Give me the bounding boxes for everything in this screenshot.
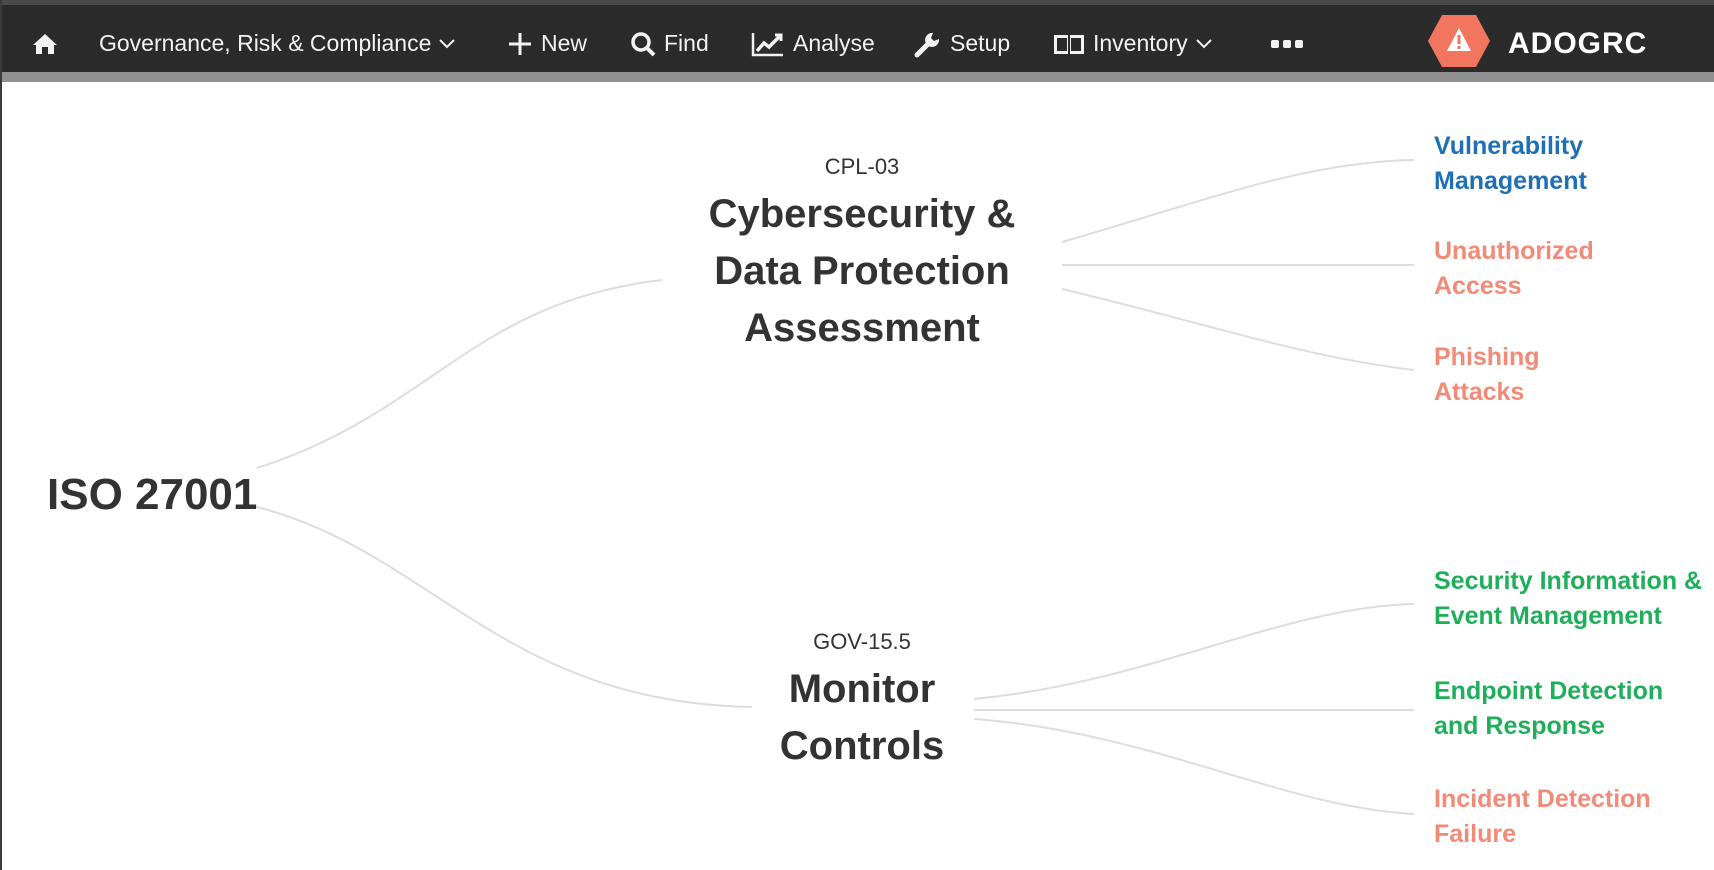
chevron-down-icon [1195, 38, 1212, 49]
chevron-down-icon [439, 38, 456, 49]
branch-title-line: Assessment [744, 306, 980, 350]
leaf-label-line: Management [1434, 167, 1587, 195]
book-icon [1053, 32, 1085, 56]
leaf-label-line: Endpoint Detection [1434, 677, 1664, 705]
analyse-button-label: Analyse [793, 30, 875, 56]
governance-menu-label: Governance, Risk & Compliance [99, 30, 432, 56]
home-icon [32, 32, 58, 56]
leaf-label-line: Attacks [1434, 378, 1525, 406]
branch-code: CPL-03 [824, 154, 900, 179]
inventory-menu[interactable]: Inventory [1053, 10, 1212, 77]
link-root-branch2 [256, 506, 753, 708]
governance-menu[interactable]: Governance, Risk & Compliance [99, 10, 456, 77]
leaf-label-line: Access [1434, 272, 1522, 300]
leaf-label-line: Failure [1434, 820, 1516, 848]
mind-map-links [256, 159, 1415, 815]
leaf-label-line: Phishing [1434, 343, 1540, 371]
brand-name: ADOGRC [1508, 26, 1648, 60]
setup-button-label: Setup [950, 30, 1011, 56]
leaf-label-line: Unauthorized [1434, 237, 1594, 265]
top-navigation-bar: Governance, Risk & Compliance New Find A… [2, 0, 1714, 72]
leaf-label-line: Vulnerability [1434, 132, 1584, 160]
leaf-label-line: Incident Detection [1434, 785, 1651, 813]
link-branch1-leaf1 [1061, 159, 1415, 243]
leaf-phishing-attacks[interactable]: Phishing Attacks [1434, 340, 1540, 410]
root-node[interactable]: ISO 27001 [47, 470, 258, 519]
more-dots-icon [1270, 39, 1304, 49]
branch-node-cpl-03[interactable]: CPL-03 Cybersecurity & Data Protection A… [642, 154, 1082, 357]
leaf-unauthorized-access[interactable]: Unauthorized Access [1434, 234, 1594, 304]
link-root-branch1 [256, 279, 663, 469]
branch-title-line: Cybersecurity & [708, 192, 1016, 236]
leaf-label-line: Security Information & [1434, 567, 1703, 595]
line-chart-icon [751, 31, 785, 57]
link-branch2-leaf3 [973, 718, 1415, 815]
new-button[interactable]: New [507, 10, 587, 77]
plus-icon [507, 31, 533, 57]
new-button-label: New [541, 30, 588, 56]
search-icon [630, 31, 656, 57]
branch-title-line: Data Protection [714, 249, 1010, 293]
branch-title-line: Controls [779, 724, 945, 768]
leaf-incident-detection-failure[interactable]: Incident Detection Failure [1434, 782, 1651, 852]
wrench-icon [914, 30, 942, 58]
branch-node-gov-15-5[interactable]: GOV-15.5 Monitor Controls [662, 629, 1062, 775]
home-button[interactable] [32, 10, 58, 77]
brand: ADOGRC [1426, 10, 1647, 77]
branch-code: GOV-15.5 [813, 629, 911, 654]
mind-map: ISO 27001 CPL-03 Cybersecurity & Data Pr… [2, 82, 1714, 870]
setup-button[interactable]: Setup [914, 10, 1010, 77]
leaf-vulnerability-management[interactable]: Vulnerability Management [1434, 129, 1587, 199]
inventory-menu-label: Inventory [1093, 30, 1188, 56]
leaf-siem[interactable]: Security Information & Event Management [1434, 564, 1702, 634]
analyse-button[interactable]: Analyse [751, 10, 875, 77]
find-button[interactable]: Find [630, 10, 709, 77]
link-branch2-leaf1 [973, 603, 1415, 700]
find-button-label: Find [664, 30, 709, 56]
toolbar-divider [2, 72, 1714, 82]
leaf-label-line: Event Management [1434, 602, 1662, 630]
warning-hexagon-icon [1426, 13, 1492, 74]
more-options-button[interactable] [1270, 10, 1304, 77]
link-branch1-leaf3 [1061, 288, 1415, 371]
leaf-edr[interactable]: Endpoint Detection and Response [1434, 674, 1663, 744]
leaf-label-line: and Response [1434, 712, 1605, 740]
branch-title-line: Monitor [788, 667, 936, 711]
